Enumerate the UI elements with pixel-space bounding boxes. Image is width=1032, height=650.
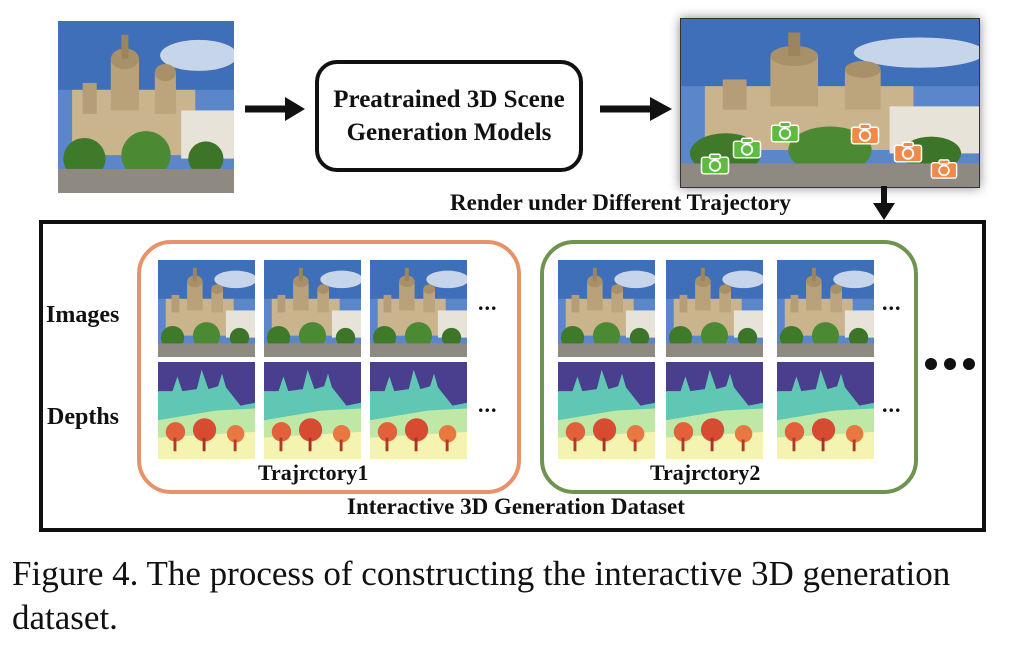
trajectory2-frame — [540, 240, 918, 494]
arrow-to-scene — [600, 97, 672, 121]
camera-icon — [770, 120, 800, 144]
camera-icon — [930, 158, 958, 180]
dataset-title: Interactive 3D Generation Dataset — [347, 494, 685, 519]
traj2-depth — [666, 362, 763, 459]
traj2-depth — [777, 362, 874, 459]
traj1-image — [264, 260, 361, 357]
trajectory1-label: Trajrctory1 — [258, 460, 369, 485]
traj2-image — [558, 260, 655, 357]
ellipsis: ... — [478, 290, 498, 315]
traj1-image — [158, 260, 255, 357]
trajectory1-frame — [137, 240, 521, 494]
ellipsis: ... — [882, 392, 902, 417]
camera-icon — [700, 152, 730, 176]
traj1-image — [370, 260, 467, 357]
trajectory2-label: Trajrctory2 — [650, 460, 761, 485]
ellipsis: ... — [882, 290, 902, 315]
input-photo — [58, 21, 234, 193]
traj1-depth — [370, 362, 467, 459]
more-trajectories-dots — [925, 358, 975, 370]
dataset-frame — [39, 220, 986, 532]
model-box-line2: Generation Models — [346, 119, 552, 146]
traj2-image — [666, 260, 763, 357]
model-box-line1: Preatrained 3D Scene — [333, 86, 565, 113]
ellipsis: ... — [478, 392, 498, 417]
camera-icon — [732, 136, 762, 160]
pretrained-model-box: Preatrained 3D Scene Generation Models — [315, 60, 583, 172]
traj1-depth — [158, 362, 255, 459]
camera-icon — [893, 140, 923, 164]
camera-icon — [850, 122, 880, 146]
traj2-depth — [558, 362, 655, 459]
traj2-image — [777, 260, 874, 357]
row-label-depths: Depths — [47, 404, 120, 430]
traj1-depth — [264, 362, 361, 459]
arrow-to-model — [245, 97, 305, 121]
row-label-images: Images — [46, 302, 120, 328]
arrow-down — [873, 186, 895, 220]
render-label: Render under Different Trajectory — [450, 190, 791, 215]
generated-3d-scene — [680, 18, 980, 188]
figure-caption: Figure 4. The process of constructing th… — [12, 554, 951, 637]
